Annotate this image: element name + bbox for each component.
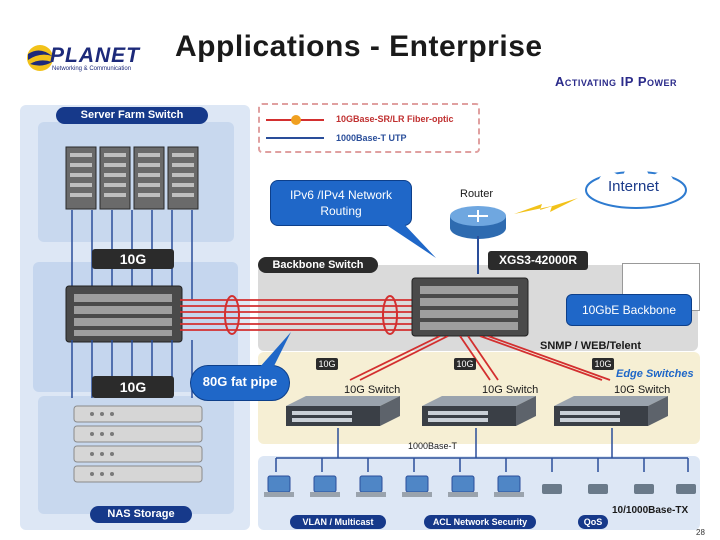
router-link xyxy=(477,236,479,274)
router-icon xyxy=(450,206,506,239)
edge-switches-title: Edge Switches xyxy=(616,368,694,380)
edge-uplink-1: 10G xyxy=(316,358,338,370)
routing-callout-pointer xyxy=(382,222,436,258)
core-switch-icon xyxy=(65,285,183,343)
backbone-callout: 10GbE Backbone xyxy=(566,294,692,326)
edge-switch-1-label: 10G Switch xyxy=(344,384,401,396)
edge-switch-2-icon xyxy=(422,396,536,426)
access-link-label: 1000Base-T xyxy=(408,441,458,451)
nas-link-10g-label: 10G xyxy=(92,376,174,398)
logo-name: PLANET xyxy=(50,44,140,67)
routing-callout: IPv6 /IPv4 Network Routing xyxy=(270,180,412,226)
server-link-10g-label: 10G xyxy=(92,249,174,269)
edge-uplink-3: 10G xyxy=(592,358,614,370)
nas-storage-icon xyxy=(73,405,203,483)
tagline: Activating IP Power xyxy=(555,74,677,89)
legend-lines xyxy=(266,115,324,139)
page-title: Applications - Enterprise xyxy=(175,30,543,63)
edge-switch-1-icon xyxy=(286,396,400,426)
legend-utp-label: 1000Base-T UTP xyxy=(336,133,407,143)
page-number: 28 xyxy=(696,528,705,537)
edge-switch-2-label: 10G Switch xyxy=(482,384,539,396)
management-label: SNMP / WEB/Telent xyxy=(540,340,642,352)
nas-storage-label: NAS Storage xyxy=(90,506,192,523)
logo-subtitle: Networking & Communication xyxy=(52,66,132,72)
router-label: Router xyxy=(460,188,494,200)
client-devices-icon xyxy=(264,475,696,497)
legend-fiber-label: 10GBase-SR/LR Fiber-optic xyxy=(336,114,454,124)
internet-label: Internet xyxy=(608,178,659,195)
edge-fiber-links xyxy=(349,336,611,381)
server-farm-label: Server Farm Switch xyxy=(56,107,208,124)
acl-label: ACL Network Security xyxy=(424,515,536,529)
edge-uplink-2: 10G xyxy=(454,358,476,370)
backbone-switch-label: Backbone Switch xyxy=(258,257,378,273)
qos-label: QoS xyxy=(578,515,608,529)
port-type-label: 10/1000Base-TX xyxy=(612,505,689,516)
edge-switch-3-icon xyxy=(554,396,668,426)
fat-pipe-callout: 80G fat pipe xyxy=(190,365,290,401)
internet-cloud-icon xyxy=(585,165,687,209)
backbone-switch-icon xyxy=(411,277,529,337)
server-rack-icon xyxy=(65,146,199,210)
planet-logo xyxy=(20,40,190,80)
lightning-link-icon xyxy=(514,198,578,214)
backbone-model-label: XGS3-42000R xyxy=(488,251,588,270)
access-links xyxy=(275,428,689,472)
vlan-label: VLAN / Multicast xyxy=(290,515,386,529)
globe-icon xyxy=(27,45,53,71)
fat-pipe-pointer xyxy=(259,332,291,368)
fiber-trunk xyxy=(180,295,430,335)
legend xyxy=(258,103,480,153)
edge-switch-3-label: 10G Switch xyxy=(614,384,671,396)
